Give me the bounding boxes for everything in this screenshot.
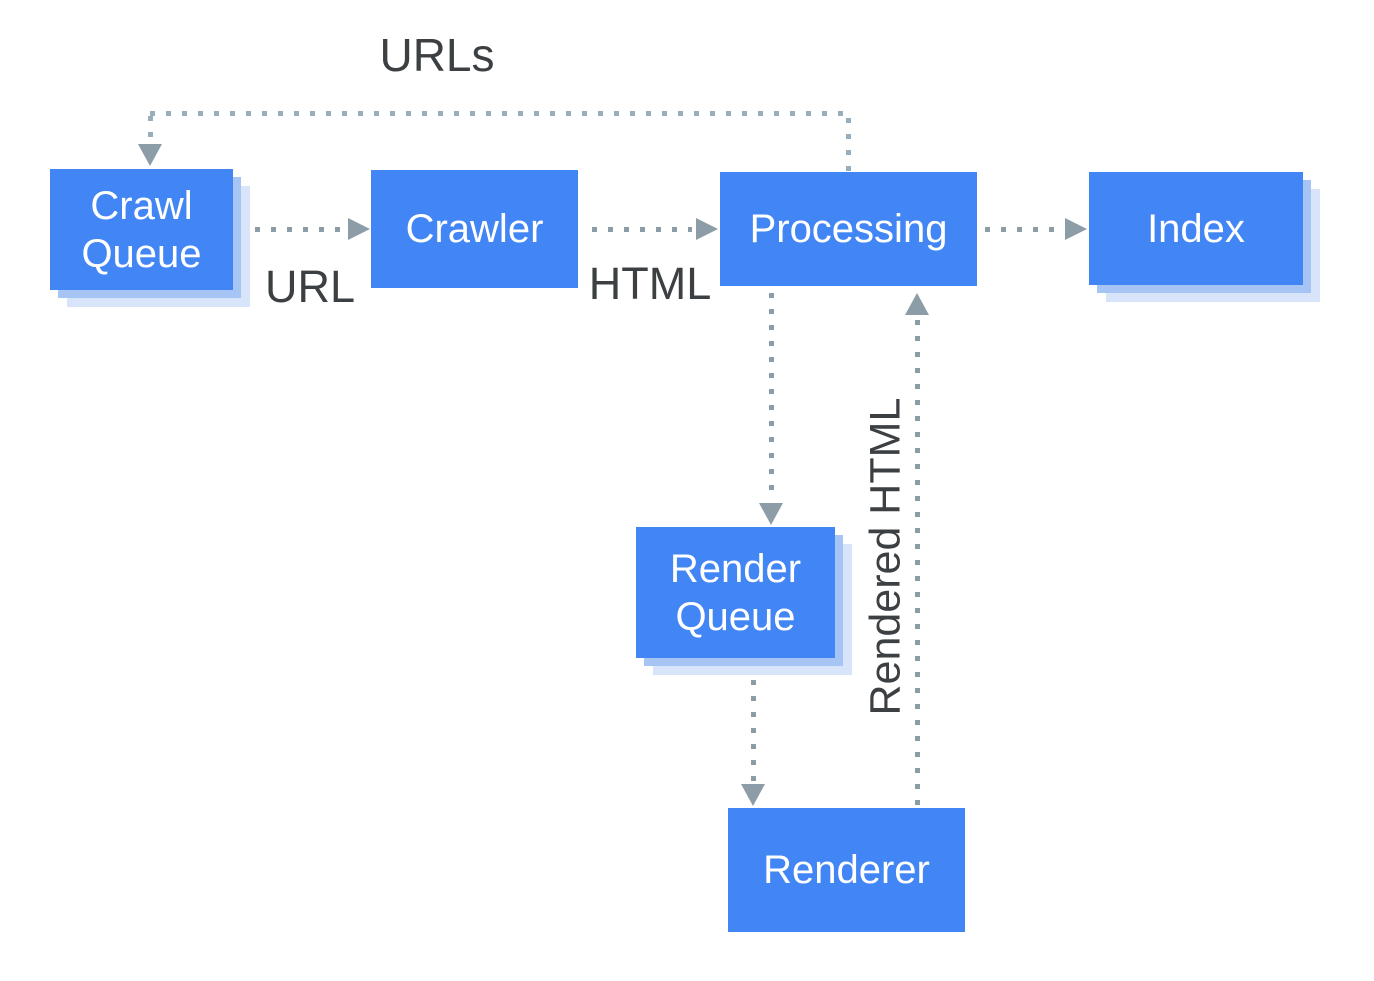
edge-label-html: HTML [588, 258, 712, 309]
edge-processing-to-crawl-queue-line-right-segment [846, 118, 851, 172]
arrowhead-down-icon [138, 144, 162, 166]
edge-crawler-to-processing-line [592, 227, 692, 232]
arrowhead-right-icon [1065, 218, 1087, 240]
edge-renderer-to-processing-line [915, 320, 920, 805]
edge-processing-to-crawl-queue-line [150, 111, 850, 116]
node-index: Index [1089, 172, 1303, 285]
node-crawl-queue: Crawl Queue [50, 169, 233, 290]
node-render-queue: Render Queue [636, 527, 835, 658]
edge-processing-to-index-line [985, 227, 1063, 232]
arrowhead-up-icon [905, 293, 929, 315]
arrowhead-down-icon [741, 784, 765, 806]
edge-crawl-queue-to-crawler-line [255, 227, 347, 232]
node-processing: Processing [720, 172, 977, 286]
arrowhead-down-icon [759, 503, 783, 525]
node-renderer: Renderer [728, 808, 965, 932]
arrowhead-right-icon [348, 218, 370, 240]
edge-label-rendered-html: Rendered HTML [861, 397, 910, 716]
edge-processing-to-crawl-queue-line-left-segment [148, 116, 153, 144]
edge-render-queue-to-renderer-line [751, 680, 756, 782]
node-crawler: Crawler [371, 170, 578, 288]
edge-processing-to-render-queue-line [769, 293, 774, 501]
edge-label-urls: URLs [379, 29, 495, 81]
edge-label-url: URL [264, 261, 356, 312]
arrowhead-right-icon [696, 218, 718, 240]
